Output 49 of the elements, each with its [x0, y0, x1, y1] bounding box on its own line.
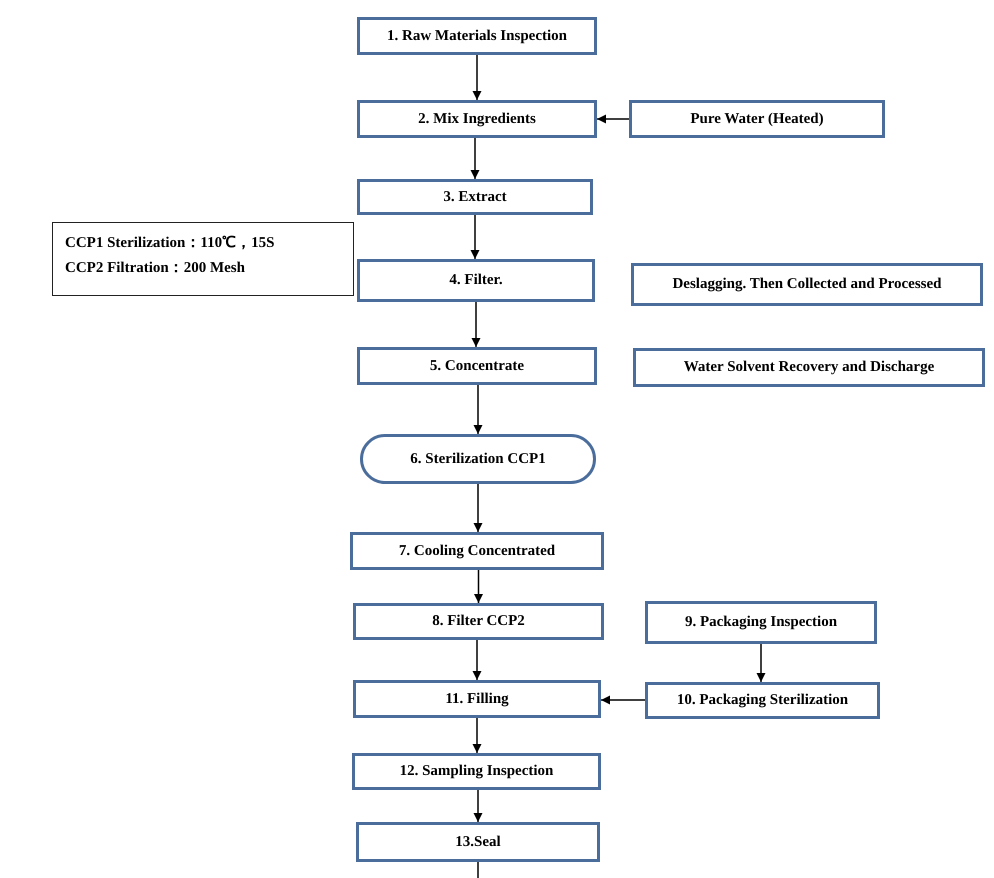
connector-line [477, 862, 479, 878]
process-box [631, 263, 983, 306]
node-text: 7. Cooling Concentrated [398, 542, 556, 560]
node-text: Water Solvent Recovery and Discharge [684, 359, 934, 376]
process-box [357, 100, 597, 138]
process-box [356, 822, 600, 862]
node-text: Deslagging. Then Collected and Processed [672, 276, 942, 293]
node-text: CCP1 Sterilization：110℃，15S [65, 234, 274, 252]
process-box [357, 259, 595, 302]
arrow [474, 385, 482, 434]
process-box [353, 680, 601, 718]
node-text: 2. Mix Ingredients [418, 110, 536, 128]
process-box [357, 17, 597, 55]
terminal-shape [360, 434, 596, 484]
arrow [470, 138, 480, 179]
node-text: 13.Seal [455, 834, 501, 850]
arrow [474, 790, 482, 822]
arrow [474, 484, 482, 532]
node-text: 10. Packaging Sterilization [676, 692, 848, 709]
note-box [52, 222, 354, 296]
arrow [474, 570, 483, 603]
node-text: 6. Sterilization CCP1 [410, 450, 546, 468]
process-box [629, 100, 885, 138]
node-text: 4. Filter. [449, 272, 503, 289]
process-box [357, 179, 593, 215]
node-text: 5. Concentrate [430, 358, 524, 374]
node-text: 3. Extract [443, 188, 507, 206]
node-text: CCP2 Filtration：200 Mesh [65, 259, 245, 277]
process-box [352, 753, 601, 790]
process-box [645, 682, 880, 719]
arrow [470, 215, 480, 259]
node-text: 12. Sampling Inspection [400, 763, 554, 780]
node-text: Pure Water (Heated) [690, 110, 824, 128]
process-box [645, 601, 877, 644]
arrow [597, 114, 629, 124]
arrow [472, 718, 482, 753]
arrow [472, 55, 482, 100]
node-text: 8. Filter CCP2 [432, 613, 525, 630]
process-box [350, 532, 604, 570]
process-box [353, 603, 604, 640]
node-text: 11. Filling [445, 690, 509, 708]
arrow [756, 644, 766, 682]
process-box [633, 348, 985, 387]
arrow [472, 640, 482, 680]
process-box [357, 347, 597, 385]
arrow [472, 302, 480, 347]
node-text: 9. Packaging Inspection [684, 614, 838, 631]
arrow [601, 696, 645, 704]
node-text: 1. Raw Materials Inspection [387, 28, 567, 44]
